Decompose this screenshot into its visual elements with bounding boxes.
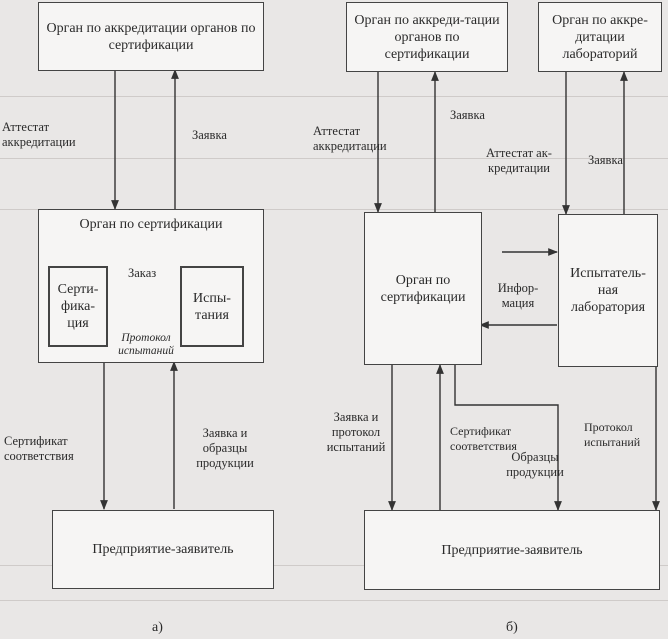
test-report-b-label: Протокол испытаний bbox=[584, 420, 641, 449]
application-samples-label: Заявка и образцы продукции bbox=[196, 426, 254, 470]
applicant-b-box: Предприятие-заявитель bbox=[364, 510, 660, 590]
cert-accreditation-body-box: Орган по аккреди-тации органов по сертиф… bbox=[346, 2, 508, 72]
background-rule bbox=[0, 565, 668, 566]
testing-unit-label: Испы-тания bbox=[193, 290, 231, 323]
accreditation-body-box: Орган по аккредитации органов по сертифи… bbox=[38, 2, 264, 71]
application-report-label: Заявка и протокол испытаний bbox=[326, 410, 386, 454]
certification-unit-label: Серти-фика-ция bbox=[57, 282, 99, 331]
applicant-box: Предприятие-заявитель bbox=[52, 510, 274, 589]
testing-laboratory-box: Испытатель-ная лаборатория bbox=[558, 214, 658, 367]
lab-accreditation-body-box: Орган по аккре-дитации лабораторий bbox=[538, 2, 662, 72]
lab-accreditation-body-label: Орган по аккре-дитации лабораторий bbox=[552, 12, 648, 62]
caption-b: б) bbox=[506, 620, 518, 635]
accreditation-certificate-lab-label: Аттестат ак-кредитации bbox=[486, 146, 552, 175]
application-lab-label: Заявка bbox=[588, 153, 623, 167]
certification-unit-box: Серти-фика-ция bbox=[48, 266, 108, 347]
background-rule bbox=[0, 209, 668, 210]
certification-body-b-label: Орган по сертификации bbox=[380, 272, 466, 305]
samples-label: Образцы продукции bbox=[506, 450, 564, 479]
applicant-label: Предприятие-заявитель bbox=[92, 542, 234, 557]
certification-body-label: Орган по сертификации bbox=[79, 217, 223, 232]
background-rule bbox=[0, 158, 668, 159]
cert-accreditation-body-label: Орган по аккреди-тации органов по сертиф… bbox=[354, 12, 500, 62]
accreditation-certificate-label: Аттестат аккредитации bbox=[2, 120, 76, 149]
accreditation-certificate-cert-label: Аттестат аккредитации bbox=[313, 124, 387, 153]
application-top-label: Заявка bbox=[450, 108, 485, 122]
order-label: Заказ bbox=[128, 266, 157, 280]
information-label: Инфор-мация bbox=[497, 281, 539, 310]
conformity-certificate-label: Сертификат соответствия bbox=[4, 434, 74, 463]
certification-body-b-box: Орган по сертификации bbox=[364, 212, 482, 365]
arrow-samples-b bbox=[454, 365, 562, 511]
test-report-label: Протокол испытаний bbox=[118, 332, 174, 357]
testing-unit-box: Испы-тания bbox=[180, 266, 244, 347]
background-rule bbox=[0, 96, 668, 97]
background-rule bbox=[0, 600, 668, 601]
conformity-certificate-b-label: Сертификат соответствия bbox=[450, 424, 517, 453]
application-label: Заявка bbox=[192, 128, 227, 142]
accreditation-body-label: Орган по аккредитации органов по сертифи… bbox=[46, 20, 256, 53]
caption-a: а) bbox=[152, 620, 163, 635]
testing-laboratory-label: Испытатель-ная лаборатория bbox=[570, 266, 646, 315]
applicant-b-label: Предприятие-заявитель bbox=[441, 542, 583, 558]
